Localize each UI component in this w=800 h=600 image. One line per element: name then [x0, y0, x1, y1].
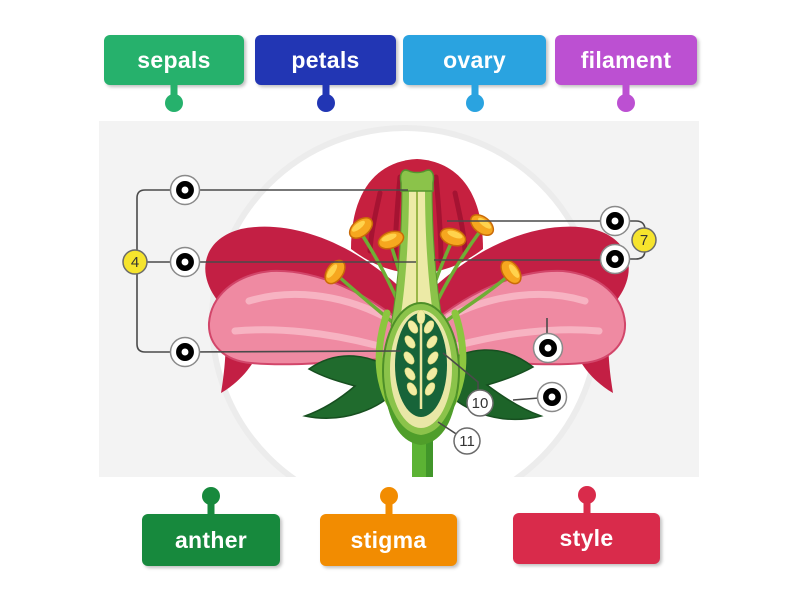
chip-label: stigma [350, 526, 427, 553]
chip-pin-ball [465, 94, 484, 112]
drop-target-marker[interactable] [169, 336, 201, 368]
drop-target-marker[interactable] [169, 174, 201, 206]
chip-pin-ball [202, 487, 220, 505]
label-chip-stigma[interactable]: stigma [320, 487, 457, 566]
chip-pin-ball [316, 94, 335, 112]
chip-pin-stem [170, 85, 178, 97]
drop-target-marker[interactable] [532, 332, 564, 364]
number-badge-7: 7 [631, 227, 657, 253]
chip-pin-stem [385, 502, 392, 514]
svg-text:7: 7 [640, 232, 648, 249]
chip-pin-stem [322, 85, 329, 97]
drop-targets [169, 174, 631, 413]
number-badge-4: 4 [122, 249, 148, 275]
svg-text:11: 11 [459, 433, 475, 450]
chip-pin-stem [471, 85, 478, 97]
label-chip-petals[interactable]: petals [255, 35, 396, 112]
svg-text:10: 10 [472, 395, 489, 412]
label-chip-ovary[interactable]: ovary [403, 35, 546, 112]
chip-pin-ball [577, 486, 596, 504]
svg-text:4: 4 [131, 254, 139, 271]
diagram-panel: 4 7 10 11 [99, 121, 699, 477]
drop-target-marker[interactable] [599, 243, 631, 275]
label-chip-style[interactable]: style [513, 486, 660, 564]
drop-target-marker[interactable] [599, 205, 631, 237]
chip-pin-stem [583, 501, 590, 513]
number-badge-11: 11 [453, 427, 481, 455]
chip-pin-stem [207, 502, 215, 514]
drop-target-marker[interactable] [169, 246, 201, 278]
label-chip-sepals[interactable]: sepals [104, 35, 244, 112]
chip-label: ovary [443, 46, 506, 73]
chip-label: anther [174, 526, 248, 553]
chip-pin-ball [379, 487, 398, 505]
chip-label: style [559, 525, 614, 551]
chip-label: filament [580, 46, 672, 73]
label-chip-filament[interactable]: filament [555, 35, 697, 112]
number-badge-10: 10 [466, 389, 494, 417]
chip-pin-ball [165, 94, 183, 112]
drop-target-marker[interactable] [536, 381, 568, 413]
chip-pin-stem [622, 85, 630, 97]
label-chip-anther[interactable]: anther [142, 487, 280, 566]
chip-label: petals [291, 46, 360, 73]
chip-label: sepals [137, 46, 211, 73]
chip-pin-ball [617, 94, 635, 112]
